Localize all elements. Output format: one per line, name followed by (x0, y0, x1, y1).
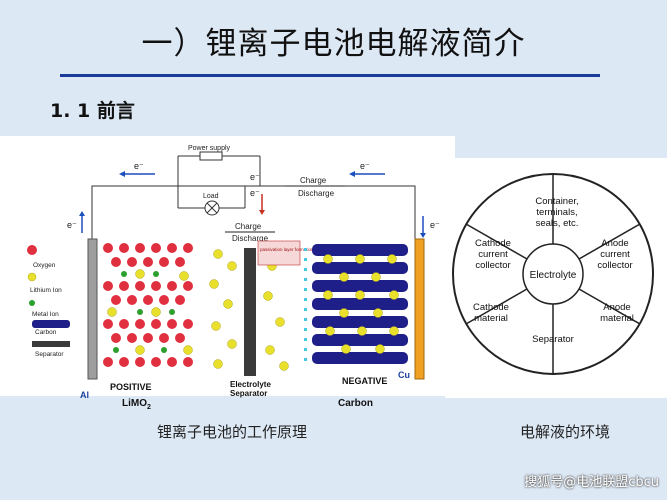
al-collector (87, 238, 98, 380)
power-supply-resistor (199, 151, 223, 161)
legend-lithium-label: Lithium Ion (30, 287, 62, 294)
cu-collector (414, 238, 425, 380)
discharge-label-top: Discharge (298, 189, 335, 198)
electron-label-left: e⁻ (67, 220, 77, 230)
circuit-wires (91, 155, 416, 239)
electron-label-top-left: e⁻ (134, 161, 144, 171)
title-underline (60, 74, 600, 77)
positive-label: POSITIVE (110, 382, 152, 392)
electron-label-mid2: e⁻ (250, 188, 260, 198)
electron-label-top-right: e⁻ (360, 161, 370, 171)
negative-lithium (323, 254, 399, 354)
legend-metal-label: Metal Ion (32, 311, 59, 318)
power-supply-label: Power supply (188, 145, 231, 152)
caption-right: 电解液的环境 (520, 423, 611, 441)
legend-metal-swatch (29, 300, 35, 306)
wheel-seg-separator: Separator (532, 334, 574, 345)
limo2-label: LiMO2 (122, 398, 151, 411)
charge-label-top: Charge (300, 176, 327, 185)
electron-label-right: e⁻ (430, 220, 440, 230)
legend-lithium-swatch (27, 272, 37, 282)
legend-oxygen-swatch (27, 245, 37, 255)
wheel-seg-container: Container,terminals,seals, etc. (535, 196, 578, 229)
al-label: Al (80, 390, 89, 400)
legend-separator-swatch (32, 341, 70, 347)
separator-bar (244, 248, 256, 376)
negative-carbon-layers (312, 244, 408, 364)
passivation-label: passivation layer formation (260, 247, 314, 252)
electron-label-mid1: e⁻ (250, 172, 260, 182)
legend: Oxygen Lithium Ion Metal Ion Carbon Sepa… (27, 245, 70, 358)
passivation-box (257, 240, 301, 266)
legend-separator-label: Separator (35, 351, 64, 358)
battery-diagram: Power supply Load e⁻ e⁻ e⁻ e⁻ Charge Dis… (67, 145, 440, 411)
legend-carbon-swatch (32, 320, 70, 328)
carbon-label: Carbon (338, 398, 373, 409)
load-label: Load (203, 193, 219, 200)
negative-label: NEGATIVE (342, 376, 387, 386)
caption-left: 锂离子电池的工作原理 (157, 423, 308, 441)
electrolyte-wheel: Electrolyte Container,terminals,seals, e… (452, 173, 654, 375)
slide-title: 一）锂离子电池电解液简介 (141, 26, 526, 62)
electrolyte-label: Electrolyte (230, 380, 271, 389)
discharge-label-mid: Discharge (232, 234, 269, 243)
wheel-center (522, 243, 584, 305)
wheel-center-label: Electrolyte (530, 270, 577, 281)
legend-oxygen-label: Oxygen (33, 262, 56, 269)
charge-label-mid: Charge (235, 222, 262, 231)
separator-label: Separator (230, 389, 267, 398)
positive-lattice (103, 243, 193, 367)
legend-carbon-label: Carbon (35, 329, 57, 336)
cu-label: Cu (398, 370, 410, 380)
section-heading: 1. 1 前言 (50, 100, 135, 122)
watermark: 搜狐号@电池联盟cbcu (524, 475, 659, 490)
sei-layer (304, 248, 307, 361)
wheel-spokes (465, 174, 641, 374)
